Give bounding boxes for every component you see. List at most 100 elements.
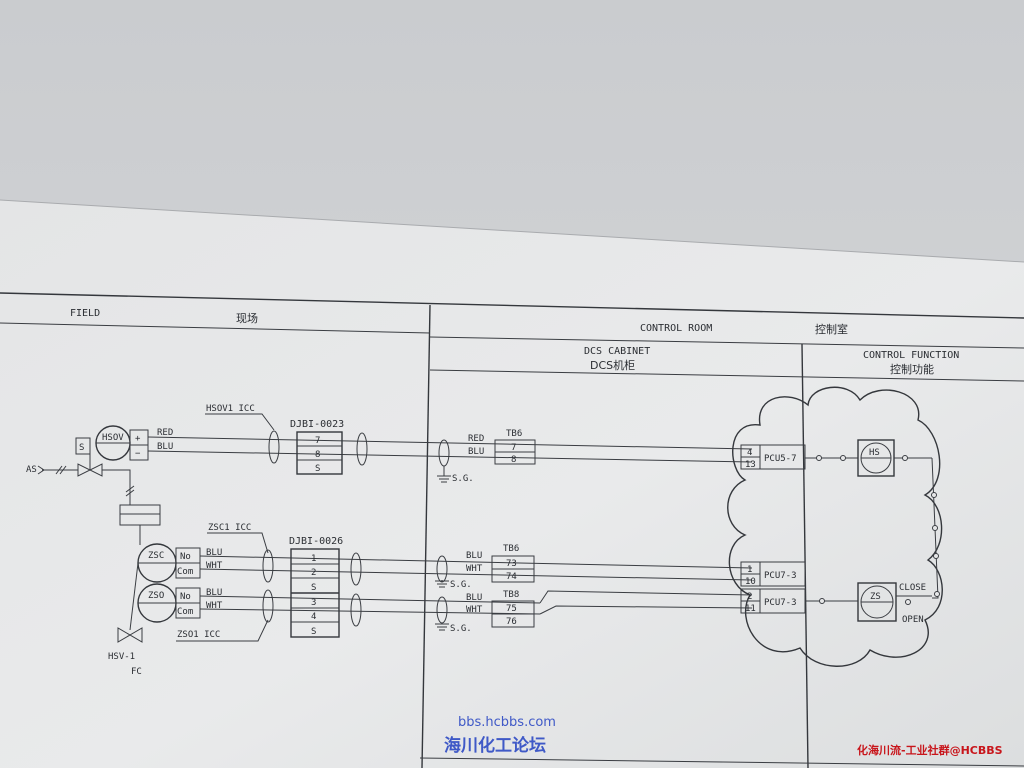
jb2-terminal-6: S xyxy=(311,627,316,637)
tb-1-terminal-2: 8 xyxy=(511,455,516,465)
hs-function: HS xyxy=(805,439,932,477)
zs-faceplate xyxy=(857,582,897,622)
solenoid-box xyxy=(75,437,91,455)
field-divider xyxy=(421,304,431,768)
shield-3b xyxy=(350,593,362,627)
section-control-function: CONTROL FUNCTION xyxy=(863,350,959,361)
zso-cable-tag: ZSO1 ICC xyxy=(177,630,220,640)
jb2-terminal-5: 4 xyxy=(311,612,316,622)
tb-3-terminal-2: 76 xyxy=(506,617,517,627)
link-node-3 xyxy=(933,553,939,559)
zsc-com-label: Com xyxy=(177,567,193,577)
card-1-name: PCU5-7 xyxy=(764,454,797,464)
wire-blu-loop3 xyxy=(199,595,541,604)
tb-1-name: TB6 xyxy=(506,429,522,439)
tb-3-name: TB8 xyxy=(503,590,519,600)
wire-blu-loop2 xyxy=(199,555,753,569)
wire-label-blu-6: BLU xyxy=(466,593,482,603)
hsov-cable-leader xyxy=(205,413,275,431)
jb2-terminal-1: 1 xyxy=(311,554,316,564)
wire-label-wht-5: WHT xyxy=(466,564,483,574)
card-1-pin-2: 13 xyxy=(745,460,756,470)
solenoid-valve-left xyxy=(77,463,92,477)
tb-1-terminal-1: 7 xyxy=(511,443,516,453)
field-solenoid-group: S HSOV + − AS xyxy=(26,425,161,545)
valve-tag: HSV-1 xyxy=(108,652,135,662)
wire-label-wht-2: WHT xyxy=(206,561,223,571)
plus-terminal: + xyxy=(135,434,141,444)
ground-label-3: S.G. xyxy=(450,624,472,634)
junction-box-2: DJBI-0026 1 2 S 3 4 S xyxy=(289,536,343,638)
card-2: 1 10 PCU7-3 xyxy=(740,561,806,587)
wire-runs xyxy=(147,436,753,615)
zs-tag: ZS xyxy=(870,592,881,602)
wire-red-loop1 xyxy=(147,436,753,450)
card-2-name: PCU7-3 xyxy=(764,571,797,581)
switch-valve-link xyxy=(129,562,139,631)
zso-cable-leader xyxy=(176,619,269,642)
jb2-terminal-4: 3 xyxy=(311,598,316,608)
tb-2-terminal-1: 73 xyxy=(506,559,517,569)
frame-bottom-line xyxy=(419,757,1024,767)
wire-label-red-4: RED xyxy=(468,434,484,444)
main-valve-right xyxy=(129,627,143,643)
main-valve-left xyxy=(117,627,131,643)
ground-label-1: S.G. xyxy=(452,474,474,484)
section-control-room: CONTROL ROOM xyxy=(640,323,712,334)
section-dcs-cabinet-cn: DCS机柜 xyxy=(590,358,635,372)
hsov-tag: HSOV xyxy=(102,433,124,443)
air-supply-arrow xyxy=(37,465,45,475)
valve-fail-label: FC xyxy=(131,667,142,677)
shield-2a xyxy=(262,549,274,583)
shield-2b xyxy=(350,552,362,586)
pneumatic-hatch-1 xyxy=(125,485,135,493)
shield-1b xyxy=(356,432,368,466)
wire-blu-loop1 xyxy=(147,450,753,463)
card-3-name: PCU7-3 xyxy=(764,598,797,608)
section-control-room-cn: 控制室 xyxy=(815,322,848,336)
section-field: FIELD xyxy=(70,308,100,319)
wire-label-blu-2: BLU xyxy=(206,548,222,558)
watermark-group-name: 化海川流-工业社群@HCBBS xyxy=(857,743,1003,757)
dcs-cloud-outline xyxy=(727,386,943,667)
sheet-edge xyxy=(0,199,1024,263)
jb1-terminal-3: S xyxy=(315,464,320,474)
zsc-cable-leader xyxy=(207,532,269,554)
zs-node-1 xyxy=(819,598,825,604)
air-supply-label: AS xyxy=(26,465,37,475)
zs-function: ZS CLOSE OPEN xyxy=(805,582,932,625)
field-header-line xyxy=(0,322,431,334)
card-2-pin-2: 10 xyxy=(745,577,756,587)
card-1-pin-1: 4 xyxy=(747,448,752,458)
wire-wht-loop3-jog xyxy=(539,605,753,615)
terminal-block-3: TB8 75 76 xyxy=(491,590,535,628)
junction-box-2-name: DJBI-0026 xyxy=(289,536,343,547)
pneumatic-hatch-2 xyxy=(125,489,135,497)
hs-tag: HS xyxy=(869,448,880,458)
zso-tag: ZSO xyxy=(148,591,164,601)
card-3-pin-1: 2 xyxy=(747,592,752,602)
wire-label-wht-6: WHT xyxy=(466,605,483,615)
air-hatch-1 xyxy=(55,465,63,475)
function-divider xyxy=(801,343,809,768)
link-node-2 xyxy=(932,525,938,531)
ground-label-2: S.G. xyxy=(450,580,472,590)
frame-top-line xyxy=(0,292,1024,319)
section-dcs-cabinet: DCS CABINET xyxy=(584,346,650,357)
tb-3-terminal-1: 75 xyxy=(506,604,517,614)
card-3-pin-2: 11 xyxy=(745,604,756,614)
signal-grounds xyxy=(435,466,451,631)
wire-label-blu-3: BLU xyxy=(206,588,222,598)
watermark-url: bbs.hcbbs.com xyxy=(458,715,556,730)
air-hatch-2 xyxy=(59,465,67,475)
link-node-4 xyxy=(934,591,940,597)
cable-shields xyxy=(262,430,450,627)
terminal-block-1: TB6 7 8 xyxy=(494,429,536,465)
open-label: OPEN xyxy=(902,615,924,625)
subheader-line xyxy=(429,369,1024,382)
jb2-terminal-2: 2 xyxy=(311,568,316,578)
junction-box-1: DJBI-0023 7 8 S xyxy=(290,419,344,475)
zsc-no-label: No xyxy=(180,552,191,562)
